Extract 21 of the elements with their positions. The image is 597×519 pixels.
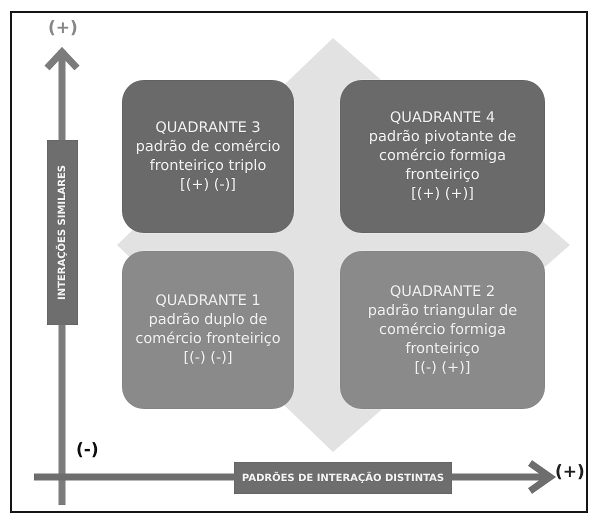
- quadrant-description: padrão pivotante de comércio formiga fronteiriço: [368, 128, 518, 185]
- axis-sign: (+): [48, 18, 78, 38]
- axis-sign: (-): [76, 440, 99, 460]
- quadrant-description: padrão duplo de comércio fronteiriço: [134, 311, 282, 349]
- axis-title: PADRÕES DE INTERAÇÃO DISTINTAS: [234, 462, 452, 494]
- quadrant-box: [340, 251, 545, 409]
- quadrant-sign: [(-) (-)]: [183, 349, 232, 368]
- axis-sign: (+): [555, 462, 585, 482]
- quadrant-sign: [(-) (+)]: [414, 358, 470, 378]
- quadrant-box: [122, 251, 294, 409]
- quadrant-heading: QUADRANTE 1: [155, 292, 261, 311]
- quadrant-box: [122, 80, 294, 233]
- quadrant-sign: [(+) (+)]: [411, 185, 474, 204]
- axis-title: INTERAÇÕES SIMILARES: [47, 140, 78, 325]
- quadrant-description: padrão triangular de comércio formiga fronteiriço: [366, 302, 518, 358]
- quadrant-heading: QUADRANTE 4: [390, 109, 496, 128]
- quadrant-heading: QUADRANTE 3: [155, 118, 261, 138]
- quadrant-description: padrão de comércio fronteiriço triplo: [134, 138, 282, 176]
- quadrant-heading: QUADRANTE 2: [390, 282, 496, 302]
- quadrant-sign: [(+) (-)]: [180, 176, 236, 194]
- quadrant-box: [340, 80, 545, 233]
